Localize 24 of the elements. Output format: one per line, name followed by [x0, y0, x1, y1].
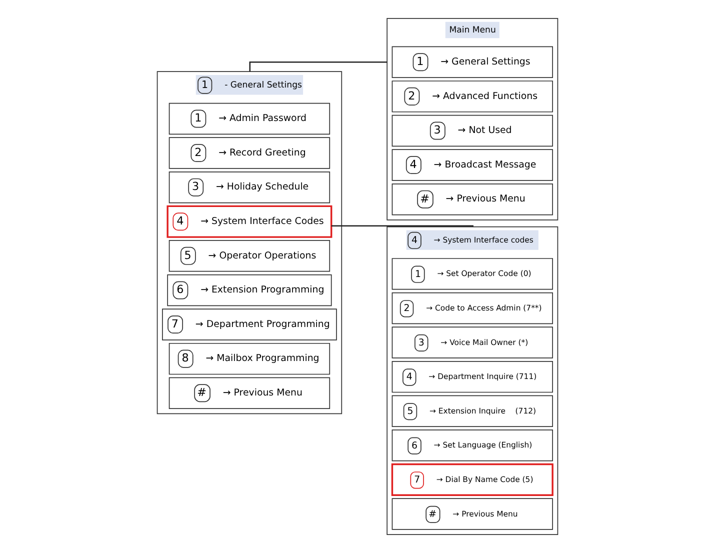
node-box: 6 → Extension Programming: [167, 274, 332, 306]
node-box: 3 → Voice Mail Owner (*): [392, 326, 553, 358]
connector: [331, 225, 474, 228]
node-box: 5 → Operator Operations: [168, 240, 330, 272]
connector: [249, 62, 388, 72]
node-box: 5 → Extension Inquire (712): [392, 395, 553, 427]
node-box: 6 → Set Language (English): [392, 430, 553, 462]
node-box: 7 → Dial By Name Code (5): [391, 463, 554, 496]
node-box: 4 → Department Inquire (711): [392, 360, 553, 393]
node-box: 8 → Mailbox Programming: [168, 342, 330, 375]
node-box: 7 → Department Programming: [162, 308, 337, 340]
node-box: 2 → Record Greeting: [168, 137, 330, 169]
node-box: 3 → Not Used: [392, 114, 553, 147]
node-box: 1 → General Settings: [392, 46, 553, 78]
node-box: 3 → Holiday Schedule: [168, 171, 330, 204]
node-box: # → Previous Menu: [168, 377, 330, 409]
node-box: 4 → Broadcast Message: [392, 149, 553, 181]
node-box: 1 → Set Operator Code (0): [392, 258, 553, 290]
node-box: 2 → Code to Access Admin (7**): [392, 292, 553, 324]
node-box: 4 → System Interface Codes: [166, 205, 332, 238]
node-box: # → Previous Menu: [392, 498, 553, 530]
node-box: # → Previous Menu: [392, 183, 553, 216]
node-box: 1 → Admin Password: [168, 102, 330, 135]
node-box: 2 → Advanced Functions: [392, 80, 553, 112]
